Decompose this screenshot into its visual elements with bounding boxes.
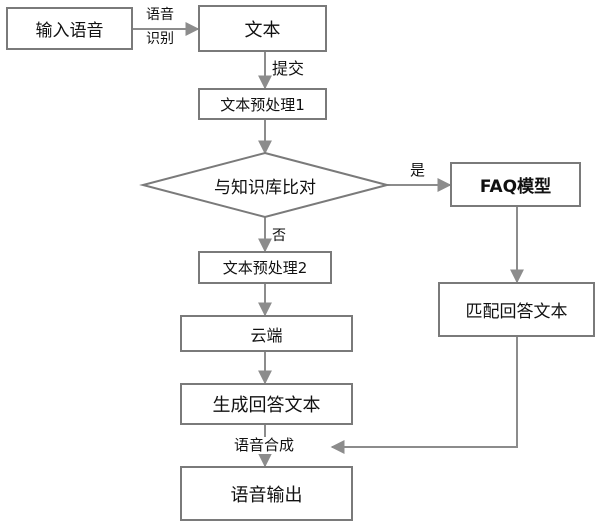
node-text: 文本 [198,5,327,52]
node-kb-compare-label: 与知识库比对 [214,177,316,198]
label-speech-recognition-line1: 语音 [146,7,174,23]
node-preprocess-2: 文本预处理2 [198,251,332,284]
label-submit: 提交 [272,59,305,78]
node-generate-answer: 生成回答文本 [180,383,353,425]
node-input-voice: 输入语音 [6,7,133,50]
node-faq-model: FAQ模型 [450,162,581,207]
node-voice-output: 语音输出 [180,466,353,521]
node-cloud: 云端 [180,315,353,352]
label-yes: 是 [410,161,426,179]
label-no: 否 [272,228,286,244]
label-speech-synthesis: 语音合成 [232,436,297,455]
label-speech-recognition-line2: 识别 [146,31,174,47]
node-match-answer: 匹配回答文本 [438,282,595,337]
node-preprocess-1: 文本预处理1 [198,88,327,120]
kb-compare-diamond [139,151,391,219]
edge-match-to-merge [330,337,518,454]
